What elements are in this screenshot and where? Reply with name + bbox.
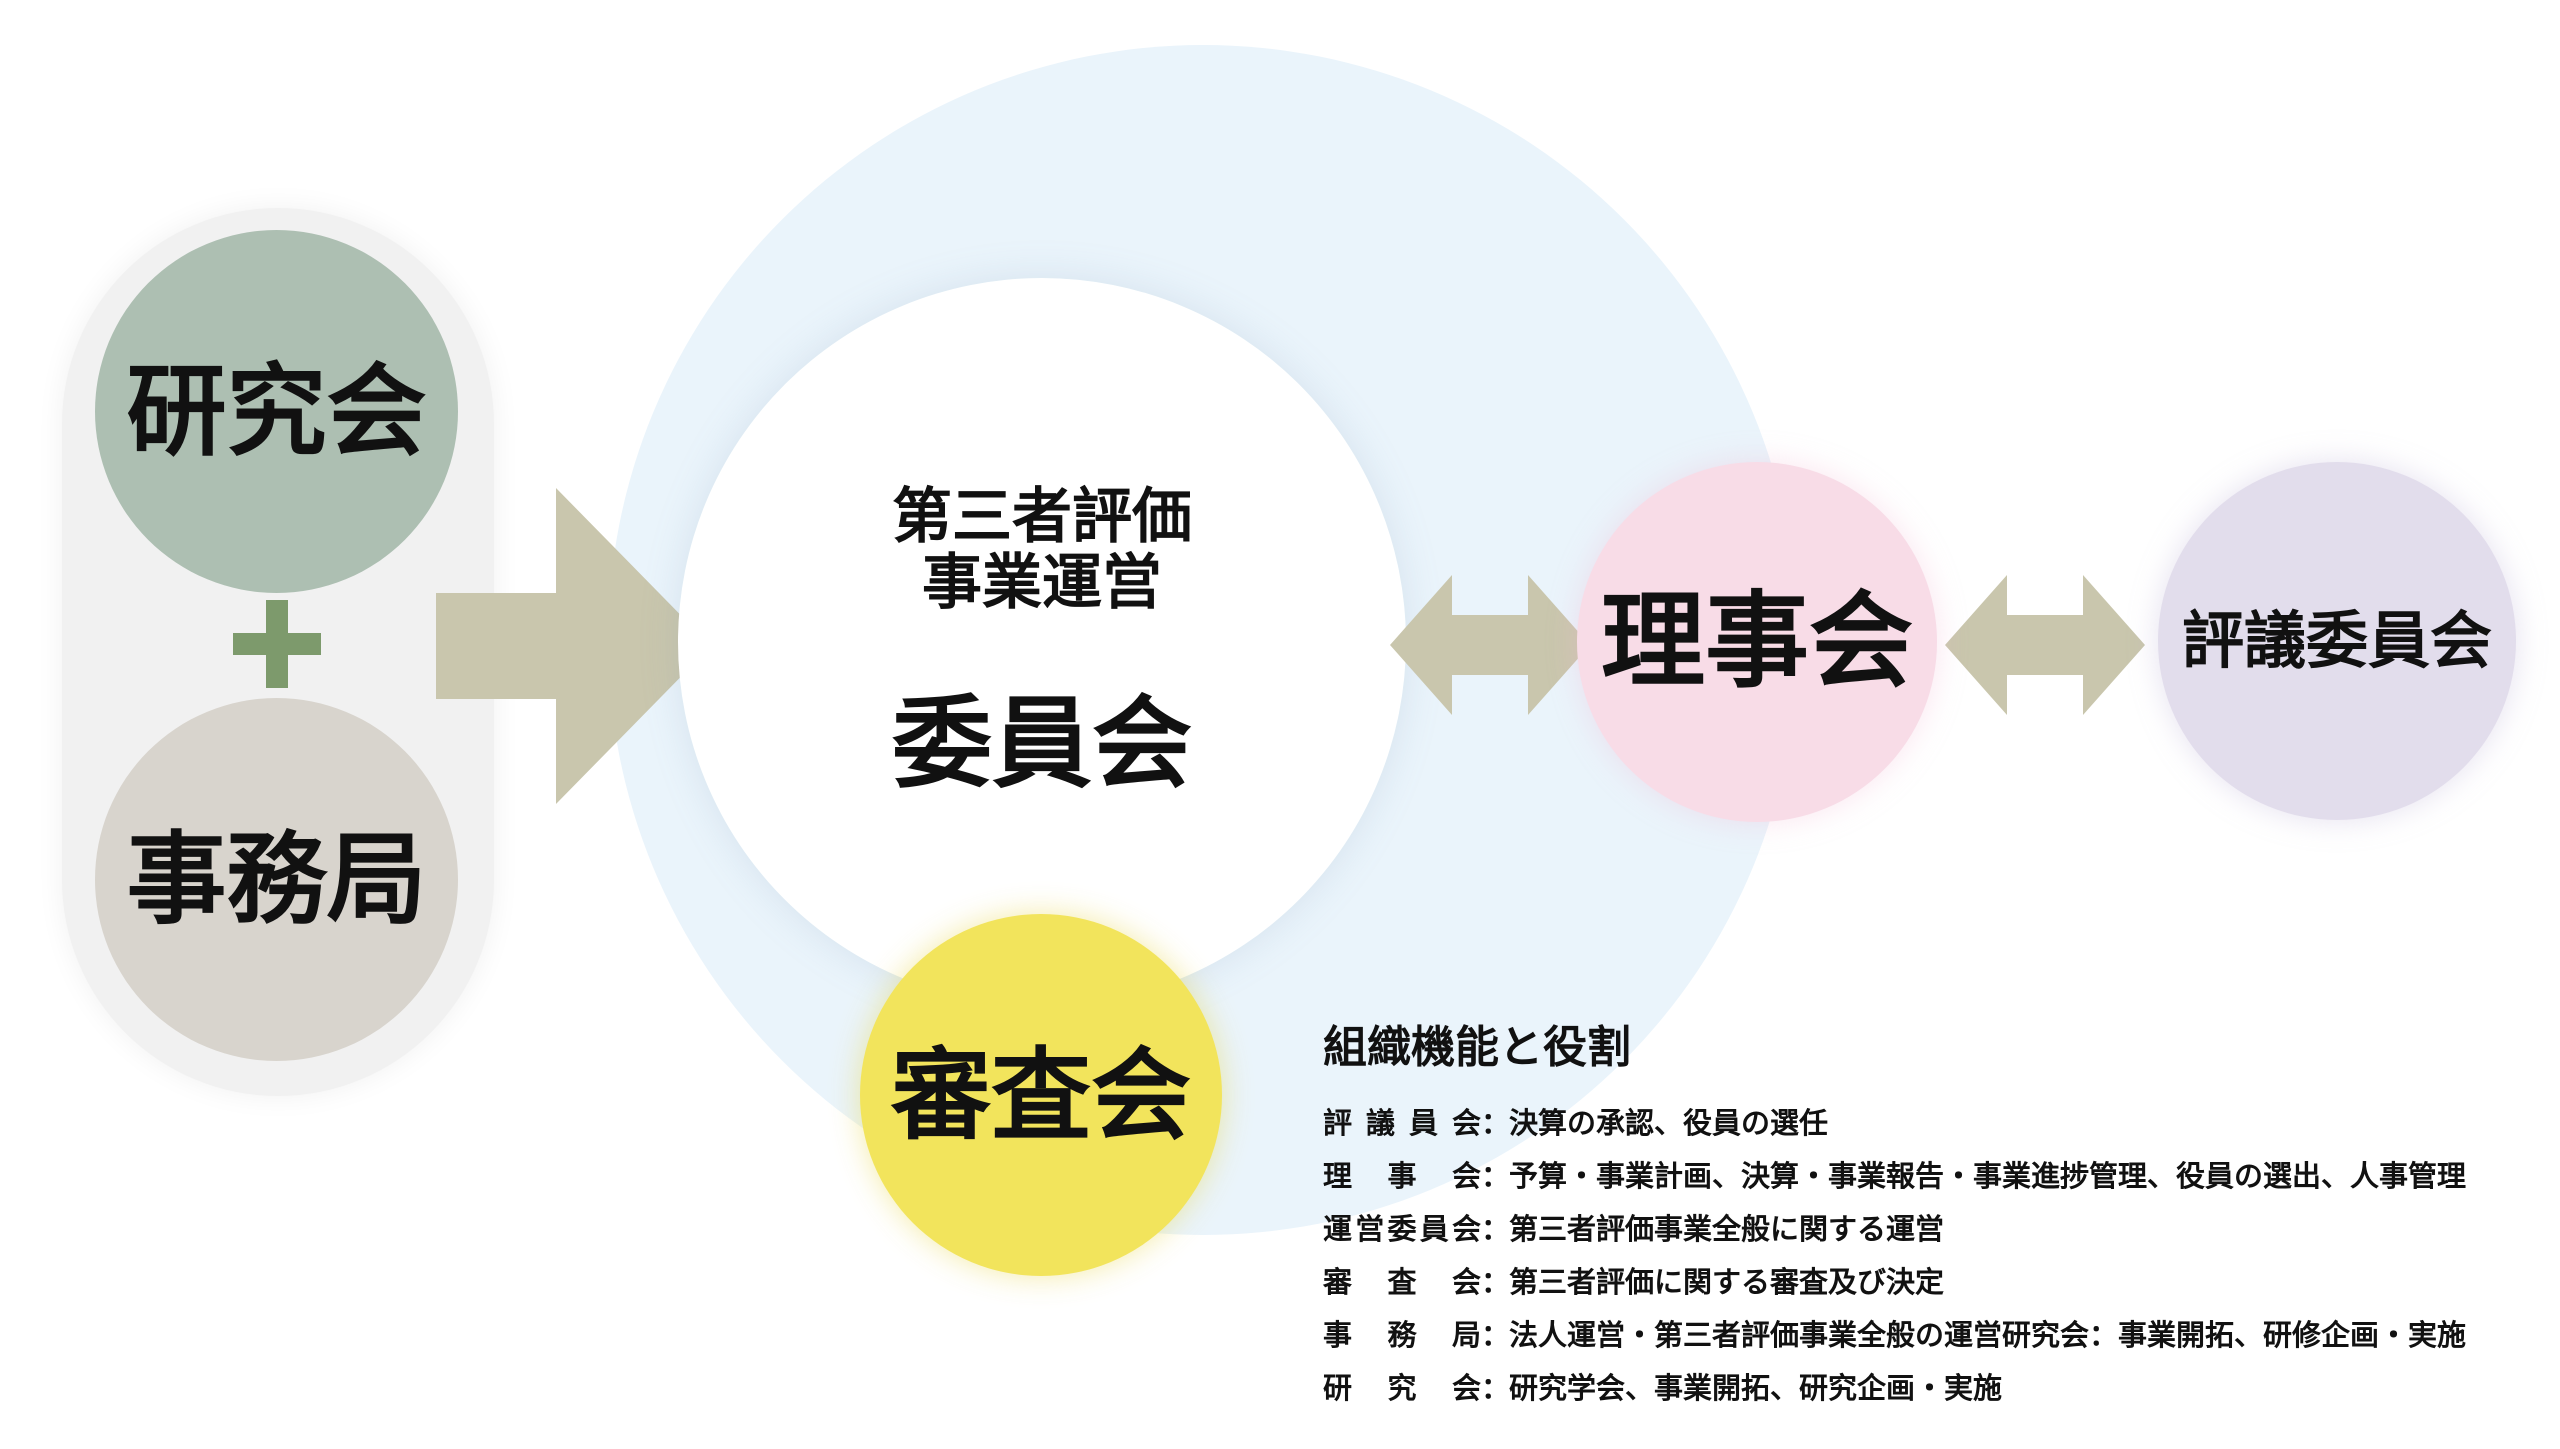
plus-icon	[233, 600, 321, 688]
role-name: 運営委員会	[1323, 1211, 1481, 1246]
role-name: 審査会	[1323, 1264, 1481, 1299]
role-row: 理事会 ： 予算・事業計画、決算・事業報告・事業進捗管理、役員の選出、人事管理	[1323, 1150, 2553, 1203]
role-separator: ：	[1481, 1105, 1511, 1140]
committee-subtitle-line1: 第三者評価	[892, 481, 1192, 552]
role-separator: ：	[1481, 1211, 1511, 1246]
board-of-directors-label: 理事会	[1600, 580, 1913, 703]
role-row: 審査会 ： 第三者評価に関する審査及び決定	[1323, 1256, 2553, 1309]
committee-subtitle: 第三者評価 事業運営	[892, 484, 1192, 616]
role-name: 事務局	[1323, 1317, 1481, 1352]
role-separator: ：	[1481, 1158, 1511, 1193]
role-name: 理事会	[1323, 1158, 1481, 1193]
research-group-circle: 研究会	[95, 230, 458, 593]
research-group-label: 研究会	[126, 353, 427, 470]
role-description: 法人運営・第三者評価事業全般の運営研究会：事業開拓、研修企画・実施	[1509, 1317, 2467, 1352]
role-description: 予算・事業計画、決算・事業報告・事業進捗管理、役員の選出、人事管理	[1509, 1158, 2467, 1193]
role-row: 運営委員会 ： 第三者評価事業全般に関する運営	[1323, 1203, 2553, 1256]
role-row: 研究会 ： 研究学会、事業開拓、研究企画・実施	[1323, 1362, 2553, 1415]
roles-title: 組織機能と役割	[1323, 1022, 1631, 1073]
council-label: 評議委員会	[2181, 604, 2492, 678]
role-separator: ：	[1481, 1317, 1511, 1352]
role-name: 評議員会	[1323, 1105, 1481, 1140]
council-circle: 評議委員会	[2158, 462, 2516, 820]
committee-subtitle-line2: 事業運営	[922, 547, 1162, 618]
committee-circle: 第三者評価 事業運営 委員会	[678, 278, 1406, 1006]
role-separator: ：	[1481, 1370, 1511, 1405]
review-board-circle: 審査会	[860, 914, 1222, 1276]
arrow-right-icon	[436, 488, 711, 804]
role-description: 第三者評価事業全般に関する運営	[1509, 1211, 1945, 1246]
role-name: 研究会	[1323, 1370, 1481, 1405]
role-description: 決算の承認、役員の選任	[1509, 1105, 1829, 1140]
roles-legend: 組織機能と役割 評議員会 ： 決算の承認、役員の選任 理事会 ： 予算・事業計画…	[1323, 1022, 2553, 1415]
secretariat-label: 事務局	[126, 821, 427, 938]
role-description: 第三者評価に関する審査及び決定	[1509, 1264, 1945, 1299]
double-arrow-icon	[1390, 575, 1590, 715]
role-row: 評議員会 ： 決算の承認、役員の選任	[1323, 1097, 2553, 1150]
committee-title: 委員会	[892, 684, 1192, 802]
role-description: 研究学会、事業開拓、研究企画・実施	[1509, 1370, 2003, 1405]
board-of-directors-circle: 理事会	[1577, 462, 1937, 822]
role-separator: ：	[1481, 1264, 1511, 1299]
double-arrow-icon	[1945, 575, 2145, 715]
secretariat-circle: 事務局	[95, 698, 458, 1061]
review-board-label: 審査会	[891, 1036, 1191, 1154]
role-row: 事務局 ： 法人運営・第三者評価事業全般の運営研究会：事業開拓、研修企画・実施	[1323, 1309, 2553, 1362]
